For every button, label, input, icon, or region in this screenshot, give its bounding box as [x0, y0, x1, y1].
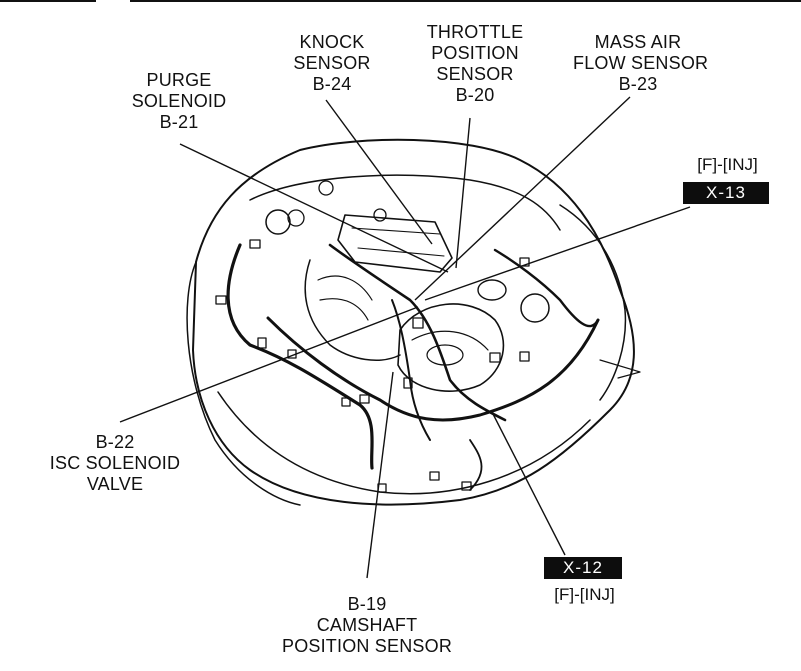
leader-camshaft-position-sensor: [366, 371, 394, 579]
strut-tower-right: [520, 293, 550, 323]
label-knock-sensor: KNOCK SENSOR B-24: [293, 32, 371, 94]
leader-throttle-position-sensor: [455, 117, 471, 269]
harness-connectors: [215, 239, 530, 493]
fender-left: [186, 261, 301, 506]
connector-x13-caption: [F]-[INJ]: [697, 155, 758, 174]
leader-x13: [424, 206, 691, 301]
wiring-harness-right: [493, 248, 600, 328]
top-border-gap: [96, 0, 130, 3]
connector-x13-badge: X-13: [683, 182, 769, 204]
wiring-harness-center: [328, 243, 507, 422]
connector-x12-badge: X-12: [544, 557, 622, 579]
firewall: [249, 174, 561, 231]
leader-x12: [491, 411, 566, 556]
car-body-outline: [192, 138, 635, 506]
leader-purge-solenoid: [179, 143, 449, 273]
leader-lines: [119, 96, 691, 579]
wiring-harness-front: [266, 316, 600, 422]
leader-isc-solenoid-valve: [119, 306, 419, 423]
label-camshaft-position-sensor: B-19 CAMSHAFT POSITION SENSOR: [281, 594, 453, 656]
valve-cover: [337, 214, 453, 273]
strut-tower-left: [265, 209, 291, 235]
leader-mass-air-flow-sensor: [414, 96, 631, 301]
connector-x12-caption: [F]-[INJ]: [554, 585, 615, 604]
label-throttle-position-sensor: THROTTLE POSITION SENSOR B-20: [426, 22, 524, 105]
label-isc-solenoid-valve: B-22 ISC SOLENOID VALVE: [49, 432, 181, 494]
reservoir: [477, 279, 507, 301]
top-border-rule: [0, 0, 801, 2]
intake-manifold: [304, 259, 401, 361]
leader-knock-sensor: [325, 99, 433, 245]
right-fender-crease: [599, 359, 641, 379]
air-cleaner-box: [397, 303, 505, 392]
front-bumper: [217, 391, 591, 495]
right-fender: [559, 204, 627, 401]
label-purge-solenoid: PURGE SOLENOID B-21: [131, 70, 227, 132]
label-mass-air-flow-sensor: MASS AIR FLOW SENSOR B-23: [573, 32, 709, 94]
wiring-harness-left: [226, 243, 374, 470]
